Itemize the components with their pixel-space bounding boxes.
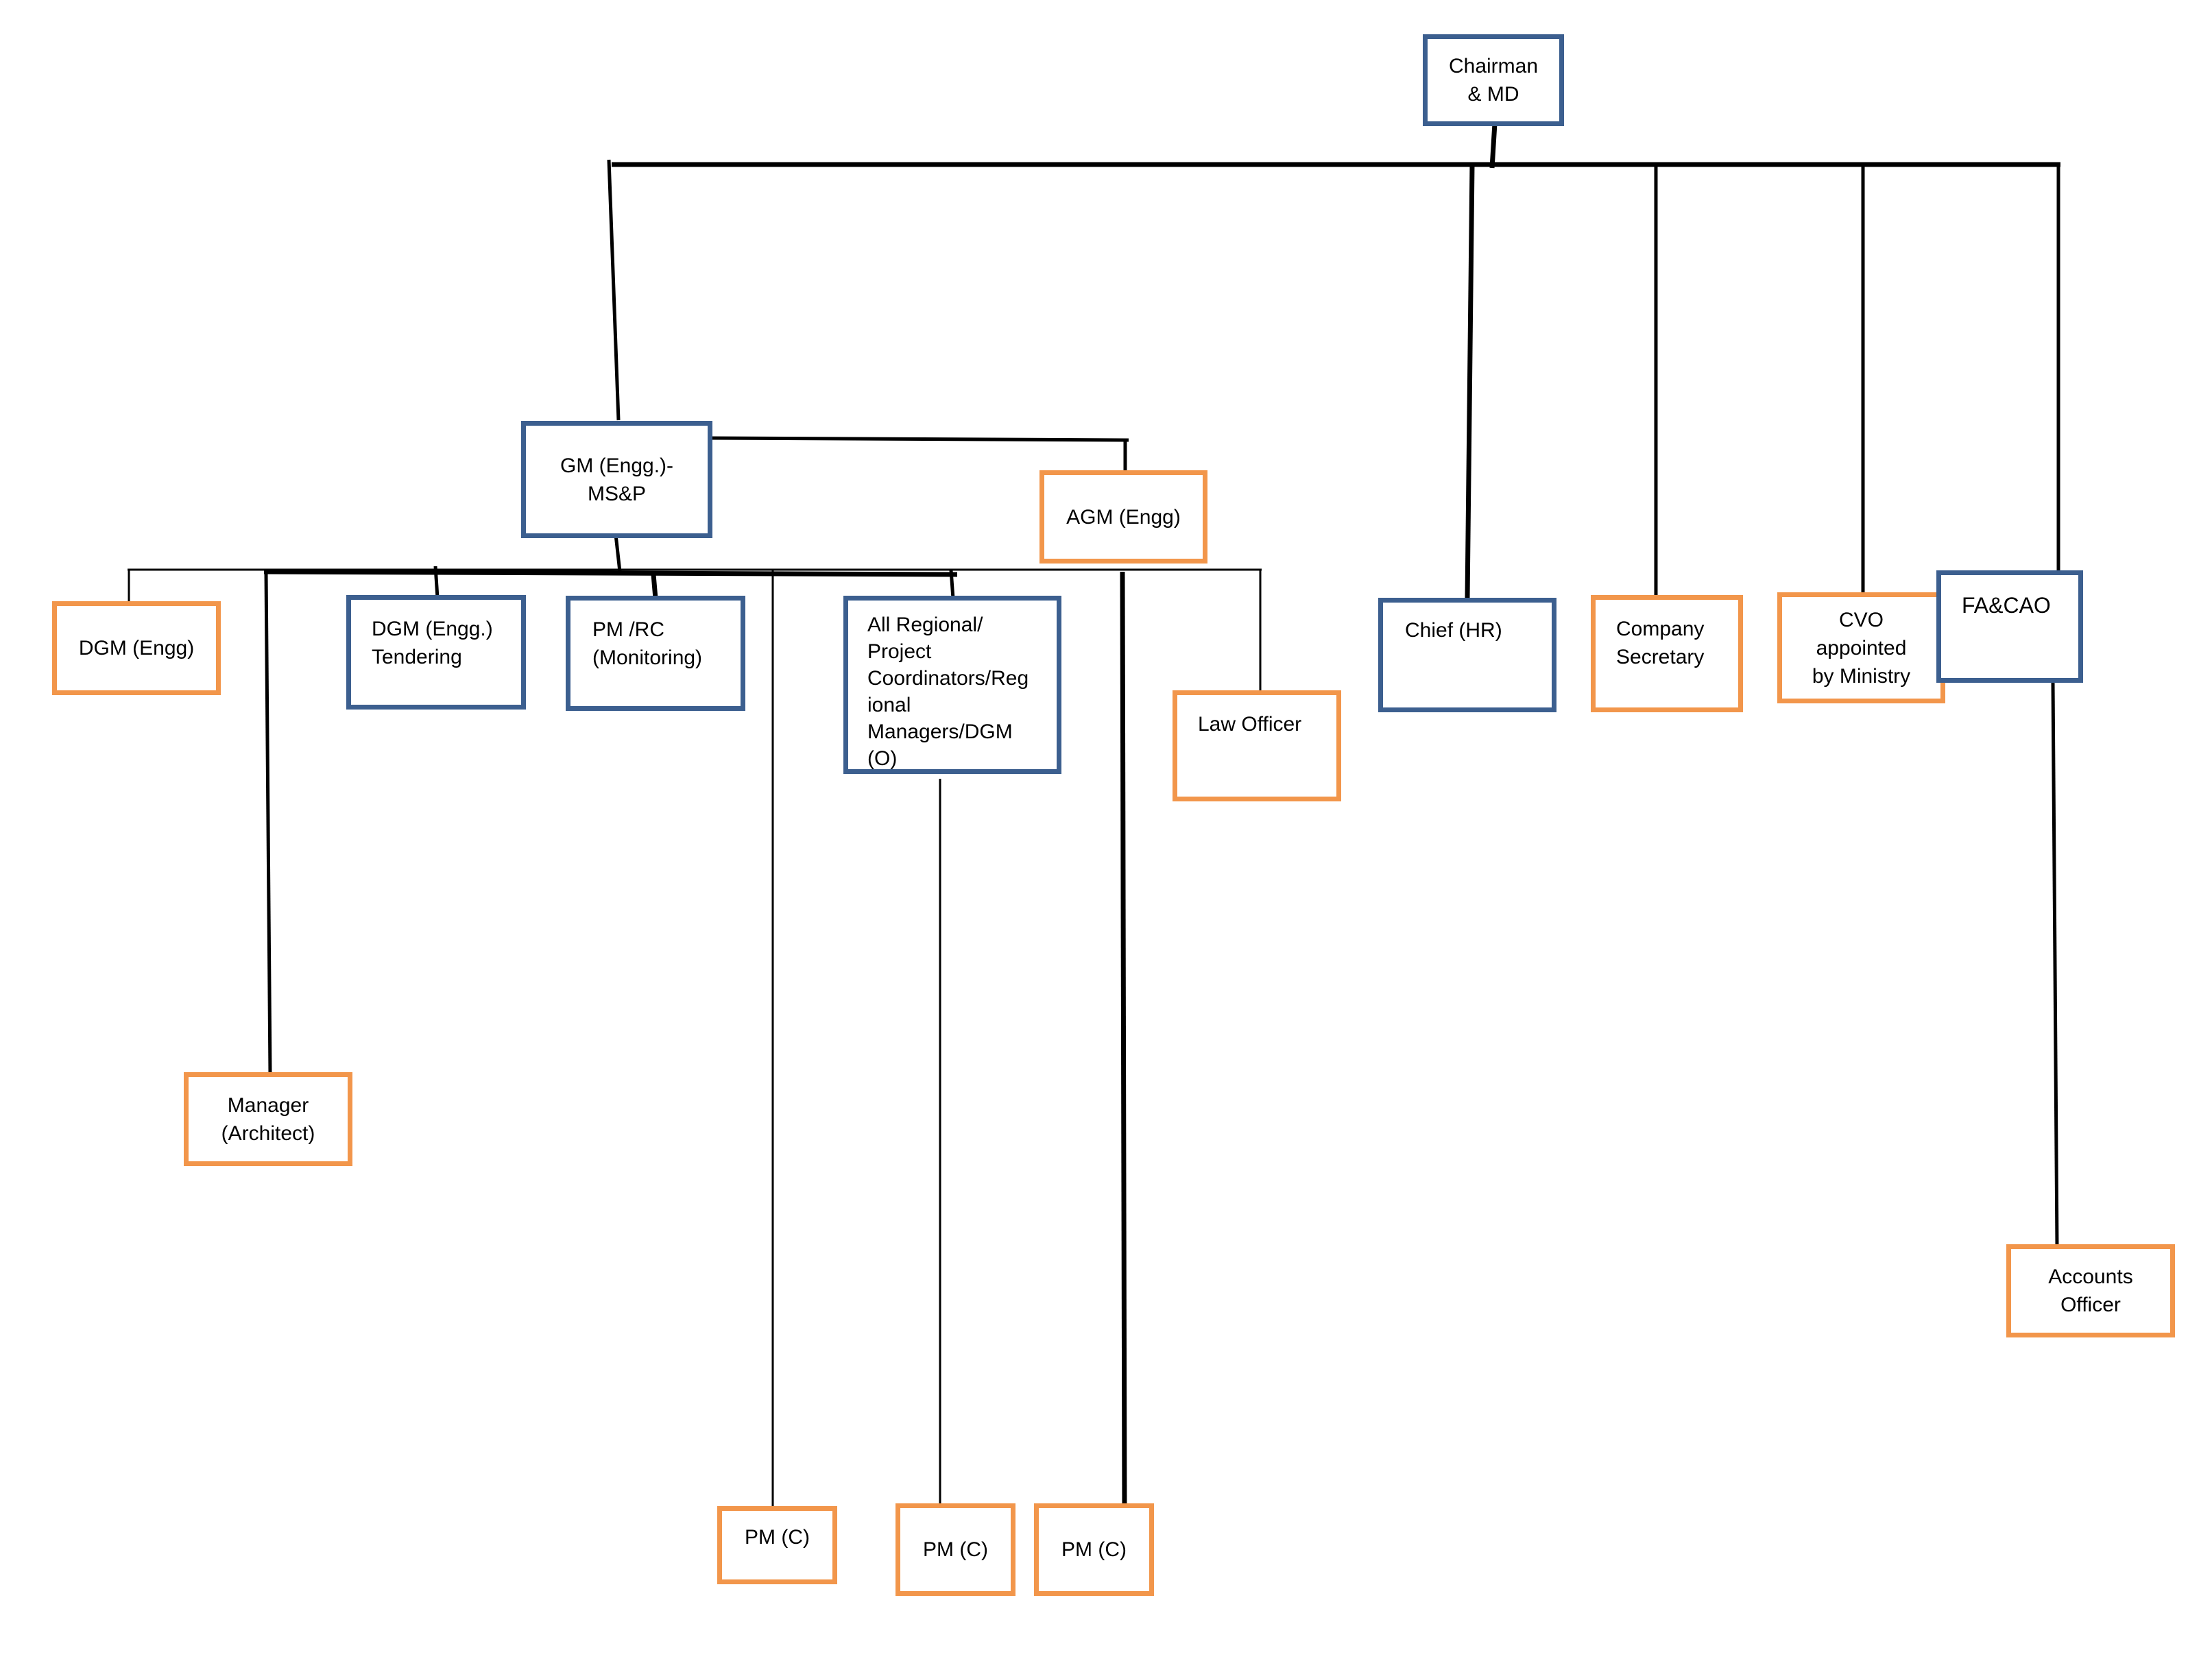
node-label: GM (Engg.)- MS&P bbox=[560, 454, 674, 505]
node-label: PM (C) bbox=[923, 1538, 988, 1561]
connector-to-regional bbox=[949, 570, 955, 599]
node-pm-c-2: PM (C) bbox=[895, 1503, 1015, 1596]
node-label: Law Officer bbox=[1198, 713, 1302, 736]
node-label: Manager (Architect) bbox=[221, 1093, 315, 1145]
node-fa-cao: FA&CAO bbox=[1936, 570, 2083, 683]
connector-chairman-down bbox=[1489, 123, 1498, 169]
node-label: FA&CAO bbox=[1962, 593, 2051, 618]
node-agm-engg: AGM (Engg) bbox=[1039, 470, 1207, 564]
node-label: PM /RC (Monitoring) bbox=[592, 618, 703, 669]
node-manager-architect: Manager (Architect) bbox=[184, 1072, 352, 1166]
node-label: Chief (HR) bbox=[1405, 619, 1502, 642]
connector-gm-agm-horizontal bbox=[710, 436, 1129, 442]
node-pm-c-1: PM (C) bbox=[717, 1506, 837, 1584]
node-pm-c-3: PM (C) bbox=[1034, 1503, 1154, 1596]
connector-gm-bus-thick bbox=[263, 569, 958, 577]
node-label: CVO appointed by Ministry bbox=[1812, 608, 1911, 688]
connector-to-pm-rc bbox=[651, 574, 658, 599]
node-pm-rc: PM /RC (Monitoring) bbox=[566, 596, 745, 711]
node-label: PM (C) bbox=[1061, 1538, 1127, 1561]
node-label: DGM (Engg) bbox=[78, 637, 195, 659]
node-company-secretary: Company Secretary bbox=[1591, 595, 1743, 712]
node-label: DGM (Engg.) Tendering bbox=[372, 618, 493, 668]
node-label: Chairman & MD bbox=[1448, 55, 1539, 106]
node-dgm-engg: DGM (Engg) bbox=[52, 601, 221, 695]
connector-to-manager-architect bbox=[264, 571, 272, 1076]
connector-to-chief-hr bbox=[1465, 164, 1475, 598]
connector-gm-down bbox=[614, 534, 622, 572]
node-chief-hr: Chief (HR) bbox=[1378, 598, 1556, 712]
node-regional-coordinators: All Regional/ Project Coordinators/Reg i… bbox=[843, 596, 1061, 774]
node-label: All Regional/ Project Coordinators/Reg i… bbox=[867, 614, 1029, 770]
node-gm-engg: GM (Engg.)- MS&P bbox=[521, 421, 712, 538]
connector-to-dgm-tendering bbox=[433, 566, 440, 598]
connector-agm-to-pm-c-3 bbox=[1120, 571, 1127, 1510]
connector-to-gm bbox=[607, 159, 621, 421]
node-label: Accounts Officer bbox=[2048, 1265, 2133, 1316]
connector-fa-cao-to-accounts bbox=[2051, 681, 2059, 1248]
node-label: Company Secretary bbox=[1616, 618, 1705, 668]
node-dgm-tendering: DGM (Engg.) Tendering bbox=[346, 595, 526, 710]
node-chairman: Chairman & MD bbox=[1423, 34, 1564, 126]
node-label: PM (C) bbox=[745, 1526, 810, 1549]
node-law-officer: Law Officer bbox=[1173, 690, 1341, 801]
node-cvo: CVO appointed by Ministry bbox=[1777, 592, 1945, 703]
node-label: AGM (Engg) bbox=[1066, 505, 1181, 529]
node-accounts-officer: Accounts Officer bbox=[2006, 1244, 2175, 1337]
